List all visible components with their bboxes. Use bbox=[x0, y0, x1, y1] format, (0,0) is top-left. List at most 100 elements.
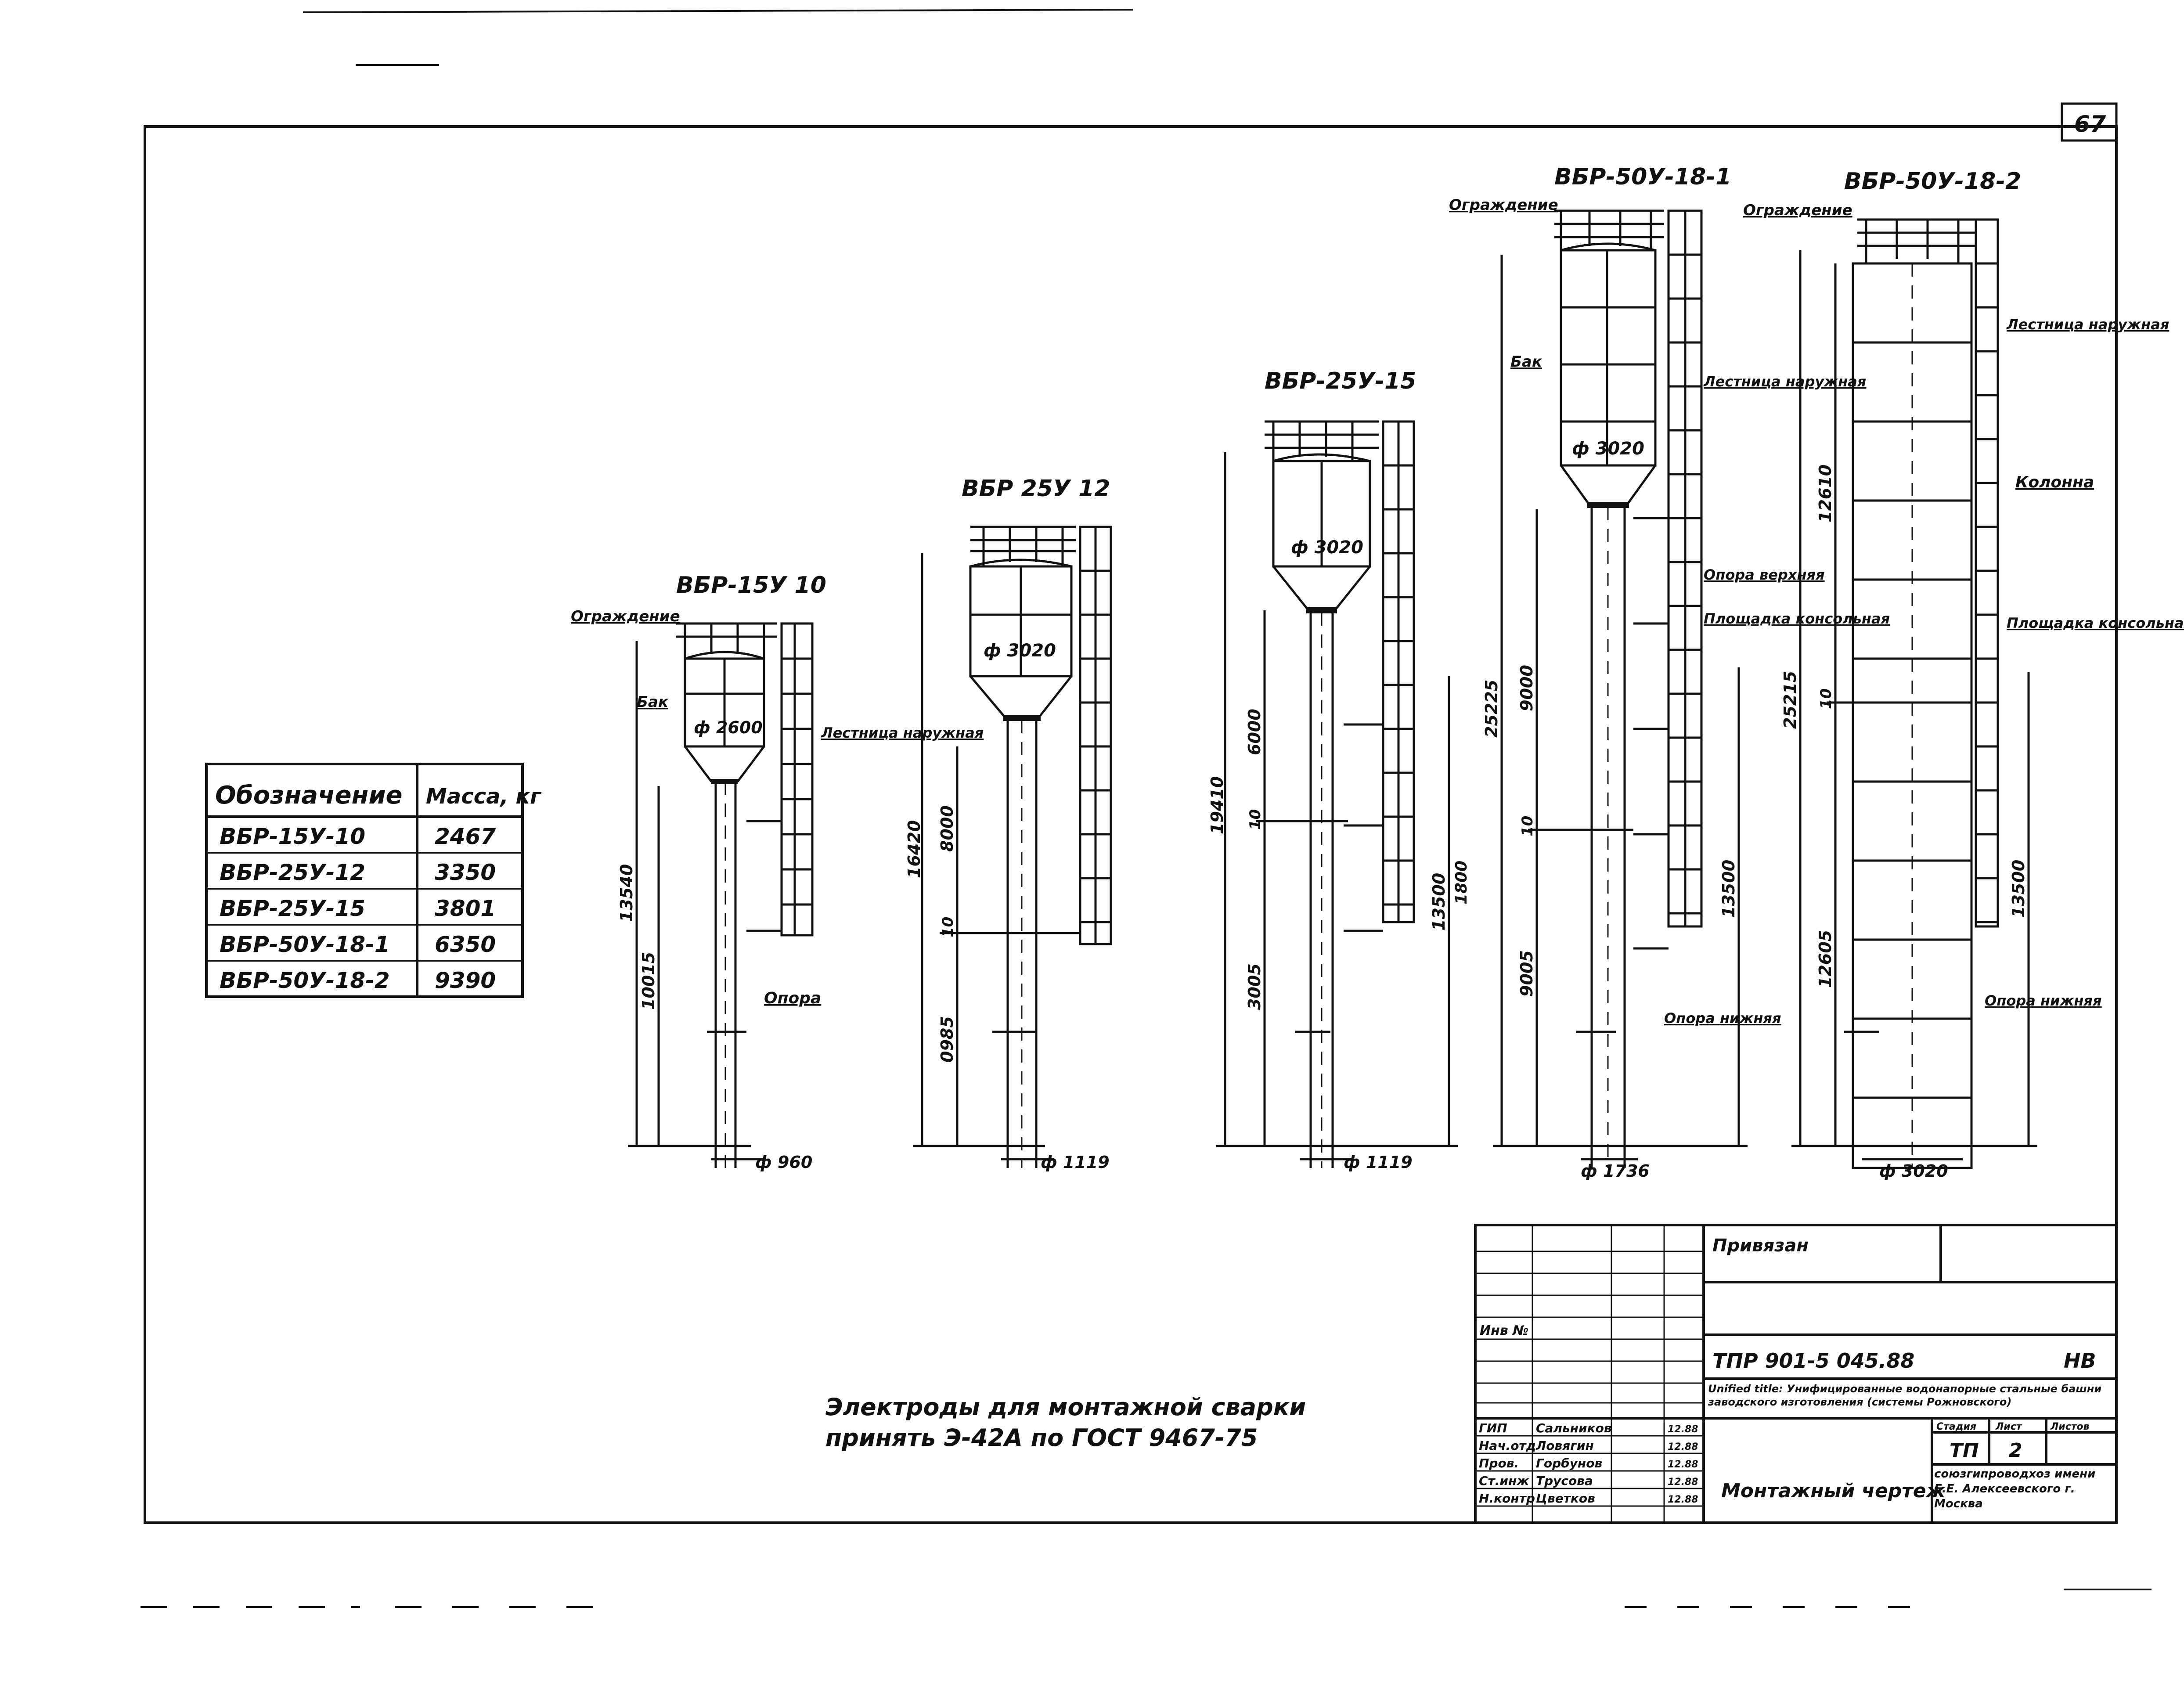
stamp-name-2: Ловягин bbox=[1535, 1438, 1594, 1453]
tower-5-right-height: 13500 bbox=[2009, 860, 2028, 918]
tower-4-low-height: 9005 bbox=[1517, 950, 1536, 997]
stamp-date-1: 12.88 bbox=[1668, 1424, 1698, 1435]
stamp-project-box: Unified title: Унифицированные водонапор… bbox=[1708, 1383, 2102, 1408]
tower-4-fence-label: Ограждение bbox=[1449, 196, 1558, 214]
tower-4-ladder-label: Лестница наружная bbox=[1703, 373, 1866, 390]
stamp-name-3: Горбунов bbox=[1536, 1456, 1602, 1470]
stamp-drawing-title: Монтажный чертеж bbox=[1721, 1480, 1946, 1502]
table-row-4-designation: ВБР-50У-18-1 bbox=[220, 932, 390, 957]
stamp-role-5: Н.контр bbox=[1479, 1491, 1535, 1506]
tower-4-column-dia: ф 1736 bbox=[1581, 1161, 1650, 1181]
tower-5-ladder-label: Лестница наружная bbox=[2006, 316, 2169, 333]
tower-4-title: ВБР-50У-18-1 bbox=[1554, 164, 1731, 190]
tower-3-mark: 10 bbox=[1247, 809, 1264, 830]
table-header-designation: Обозначение bbox=[215, 781, 403, 810]
stamp-signatures: ГИП Сальников 12.88 Нач.отд Ловягин 12.8… bbox=[1479, 1421, 1698, 1506]
stamp-project: Unified title: Унифицированные водонапор… bbox=[1708, 1383, 2102, 1408]
tower-1-total-height: 13540 bbox=[617, 864, 636, 922]
tower-5-mark: 10 bbox=[1817, 688, 1835, 709]
tower-4-tank-label: Бак bbox=[1510, 353, 1542, 371]
stamp-date-2: 12.88 bbox=[1668, 1442, 1698, 1452]
table-row-2-designation: ВБР-25У-12 bbox=[220, 860, 365, 885]
stamp-role-4: Ст.инж bbox=[1479, 1474, 1529, 1488]
tower-4-support-lower-label: Опора нижняя bbox=[1664, 1010, 1781, 1027]
table-row-3-designation: ВБР-25У-15 bbox=[220, 896, 365, 921]
tower-vbr-25u-12: ВБР 25У 12 ф 3020 ф 1119 16420 8000 10 0… bbox=[905, 476, 1112, 1172]
tower-1-support-label: Опора bbox=[764, 989, 821, 1007]
tower-3-upper-height: 6000 bbox=[1245, 709, 1264, 755]
table-row-3-mass: 3801 bbox=[435, 896, 496, 921]
tower-2-total-height: 16420 bbox=[905, 820, 924, 878]
table-row-1-mass: 2467 bbox=[435, 824, 496, 849]
stamp-stage: ТП bbox=[1950, 1439, 1979, 1462]
tower-5-upper-height: 12610 bbox=[1816, 465, 1835, 523]
welding-note-box: Электроды для монтажной сварки принять Э… bbox=[825, 1393, 1306, 1452]
tower-3-total-height: 19410 bbox=[1207, 776, 1227, 834]
stamp-org: союзгипроводхоз имени Е.Е. Алексеевского… bbox=[1934, 1467, 2096, 1510]
tower-3-title: ВБР-25У-15 bbox=[1265, 368, 1416, 394]
stamp-code-suffix: НВ bbox=[2064, 1349, 2096, 1373]
tower-5-column-dia: ф 3020 bbox=[1879, 1161, 1948, 1181]
tower-1-tank-label: Бак bbox=[637, 693, 669, 711]
scan-artifacts bbox=[141, 9, 2152, 1608]
tower-3-tank-dia: ф 3020 bbox=[1291, 537, 1363, 558]
tower-4-support-upper-label: Опора верхняя bbox=[1704, 566, 1825, 583]
tower-5-column-label: Колонна bbox=[2015, 473, 2094, 491]
table-row-4-mass: 6350 bbox=[435, 932, 496, 957]
tower-1-tank-dia: ф 2600 bbox=[694, 718, 763, 737]
tower-2-column-dia: ф 1119 bbox=[1041, 1153, 1110, 1172]
table-row-2-mass: 3350 bbox=[435, 860, 496, 885]
tower-5-fence-label: Ограждение bbox=[1743, 202, 1852, 219]
tower-1-fence-label: Ограждение bbox=[571, 608, 680, 625]
tower-4-tank-dia: ф 3020 bbox=[1572, 439, 1644, 459]
tower-1-support-height: 10015 bbox=[639, 952, 658, 1010]
stamp-org-box: союзгипроводхоз имени Е.Е. Алексеевского… bbox=[1934, 1467, 2096, 1510]
table-row-1-designation: ВБР-15У-10 bbox=[220, 824, 365, 849]
stamp-sheet: 2 bbox=[2009, 1439, 2022, 1462]
tower-5-platform-label: Площадка консольная bbox=[2007, 615, 2184, 631]
stamp-name-5: Цветков bbox=[1536, 1491, 1595, 1506]
stamp-name-1: Сальников bbox=[1536, 1421, 1612, 1435]
tower-4-mark: 10 bbox=[1519, 816, 1536, 836]
stamp-role-1: ГИП bbox=[1479, 1421, 1507, 1435]
tower-2-low-height: 0985 bbox=[937, 1016, 957, 1063]
stamp-date-3: 12.88 bbox=[1668, 1459, 1698, 1470]
table-row-5-designation: ВБР-50У-18-2 bbox=[220, 968, 390, 993]
tower-3-right-height-2: 1800 bbox=[1452, 861, 1470, 905]
stamp-role-2: Нач.отд bbox=[1479, 1438, 1536, 1453]
stamp-date-5: 12.88 bbox=[1668, 1494, 1698, 1505]
tower-2-mark: 10 bbox=[939, 917, 957, 937]
tower-2-title: ВБР 25У 12 bbox=[962, 476, 1110, 502]
stamp-inventory: Инв № bbox=[1480, 1323, 1528, 1338]
tower-4-platform-label: Площадка консольная bbox=[1704, 610, 1890, 627]
sheet-frame bbox=[144, 102, 2118, 1524]
tower-3-low-height: 3005 bbox=[1245, 963, 1264, 1010]
tower-5-low-height: 12605 bbox=[1816, 930, 1835, 988]
stamp-role-3: Пров. bbox=[1479, 1456, 1519, 1470]
tower-1-title: ВБР-15У 10 bbox=[676, 572, 826, 598]
tower-5-title: ВБР-50У-18-2 bbox=[1844, 168, 2021, 195]
tower-2-tank-dia: ф 3020 bbox=[984, 641, 1056, 661]
stamp-stage-header: Стадия bbox=[1936, 1421, 1976, 1432]
tower-vbr-50u-18-1: ВБР-50У-18-1 Ограждение Бак ф 3020 Лестн… bbox=[1449, 164, 1890, 1181]
tower-3-right-height: 13500 bbox=[1429, 873, 1449, 931]
stamp-date-4: 12.88 bbox=[1668, 1477, 1698, 1488]
tower-vbr-25u-15: ВБР-25У-15 ф 3020 ф 1119 19410 6000 10 3… bbox=[1207, 368, 1470, 1172]
tower-1-ladder-label: Лестница наружная bbox=[821, 724, 984, 741]
stamp-sheet-header: Лист bbox=[1995, 1421, 2022, 1432]
stamp-sheets-header: Листов bbox=[2050, 1421, 2090, 1432]
tower-5-support-lower-label: Опора нижняя bbox=[1985, 992, 2102, 1009]
stamp-name-4: Трусова bbox=[1536, 1474, 1593, 1488]
tower-5-total-height: 25215 bbox=[1780, 671, 1800, 729]
table-rows: ВБР-15У-10 2467 ВБР-25У-12 3350 ВБР-25У-… bbox=[220, 824, 496, 993]
stamp-binding: Привязан bbox=[1712, 1236, 1809, 1256]
tower-4-upper-height: 9000 bbox=[1517, 665, 1536, 711]
table-header-mass: Масса, кг bbox=[426, 784, 542, 809]
sheet-number: 67 bbox=[2074, 111, 2106, 137]
welding-note: Электроды для монтажной сварки принять Э… bbox=[825, 1393, 1306, 1452]
tower-4-right-height: 13500 bbox=[1719, 860, 1738, 918]
tower-1-column-dia: ф 960 bbox=[755, 1153, 812, 1172]
mass-table: Обозначение Масса, кг ВБР-15У-10 2467 ВБ… bbox=[205, 763, 542, 998]
